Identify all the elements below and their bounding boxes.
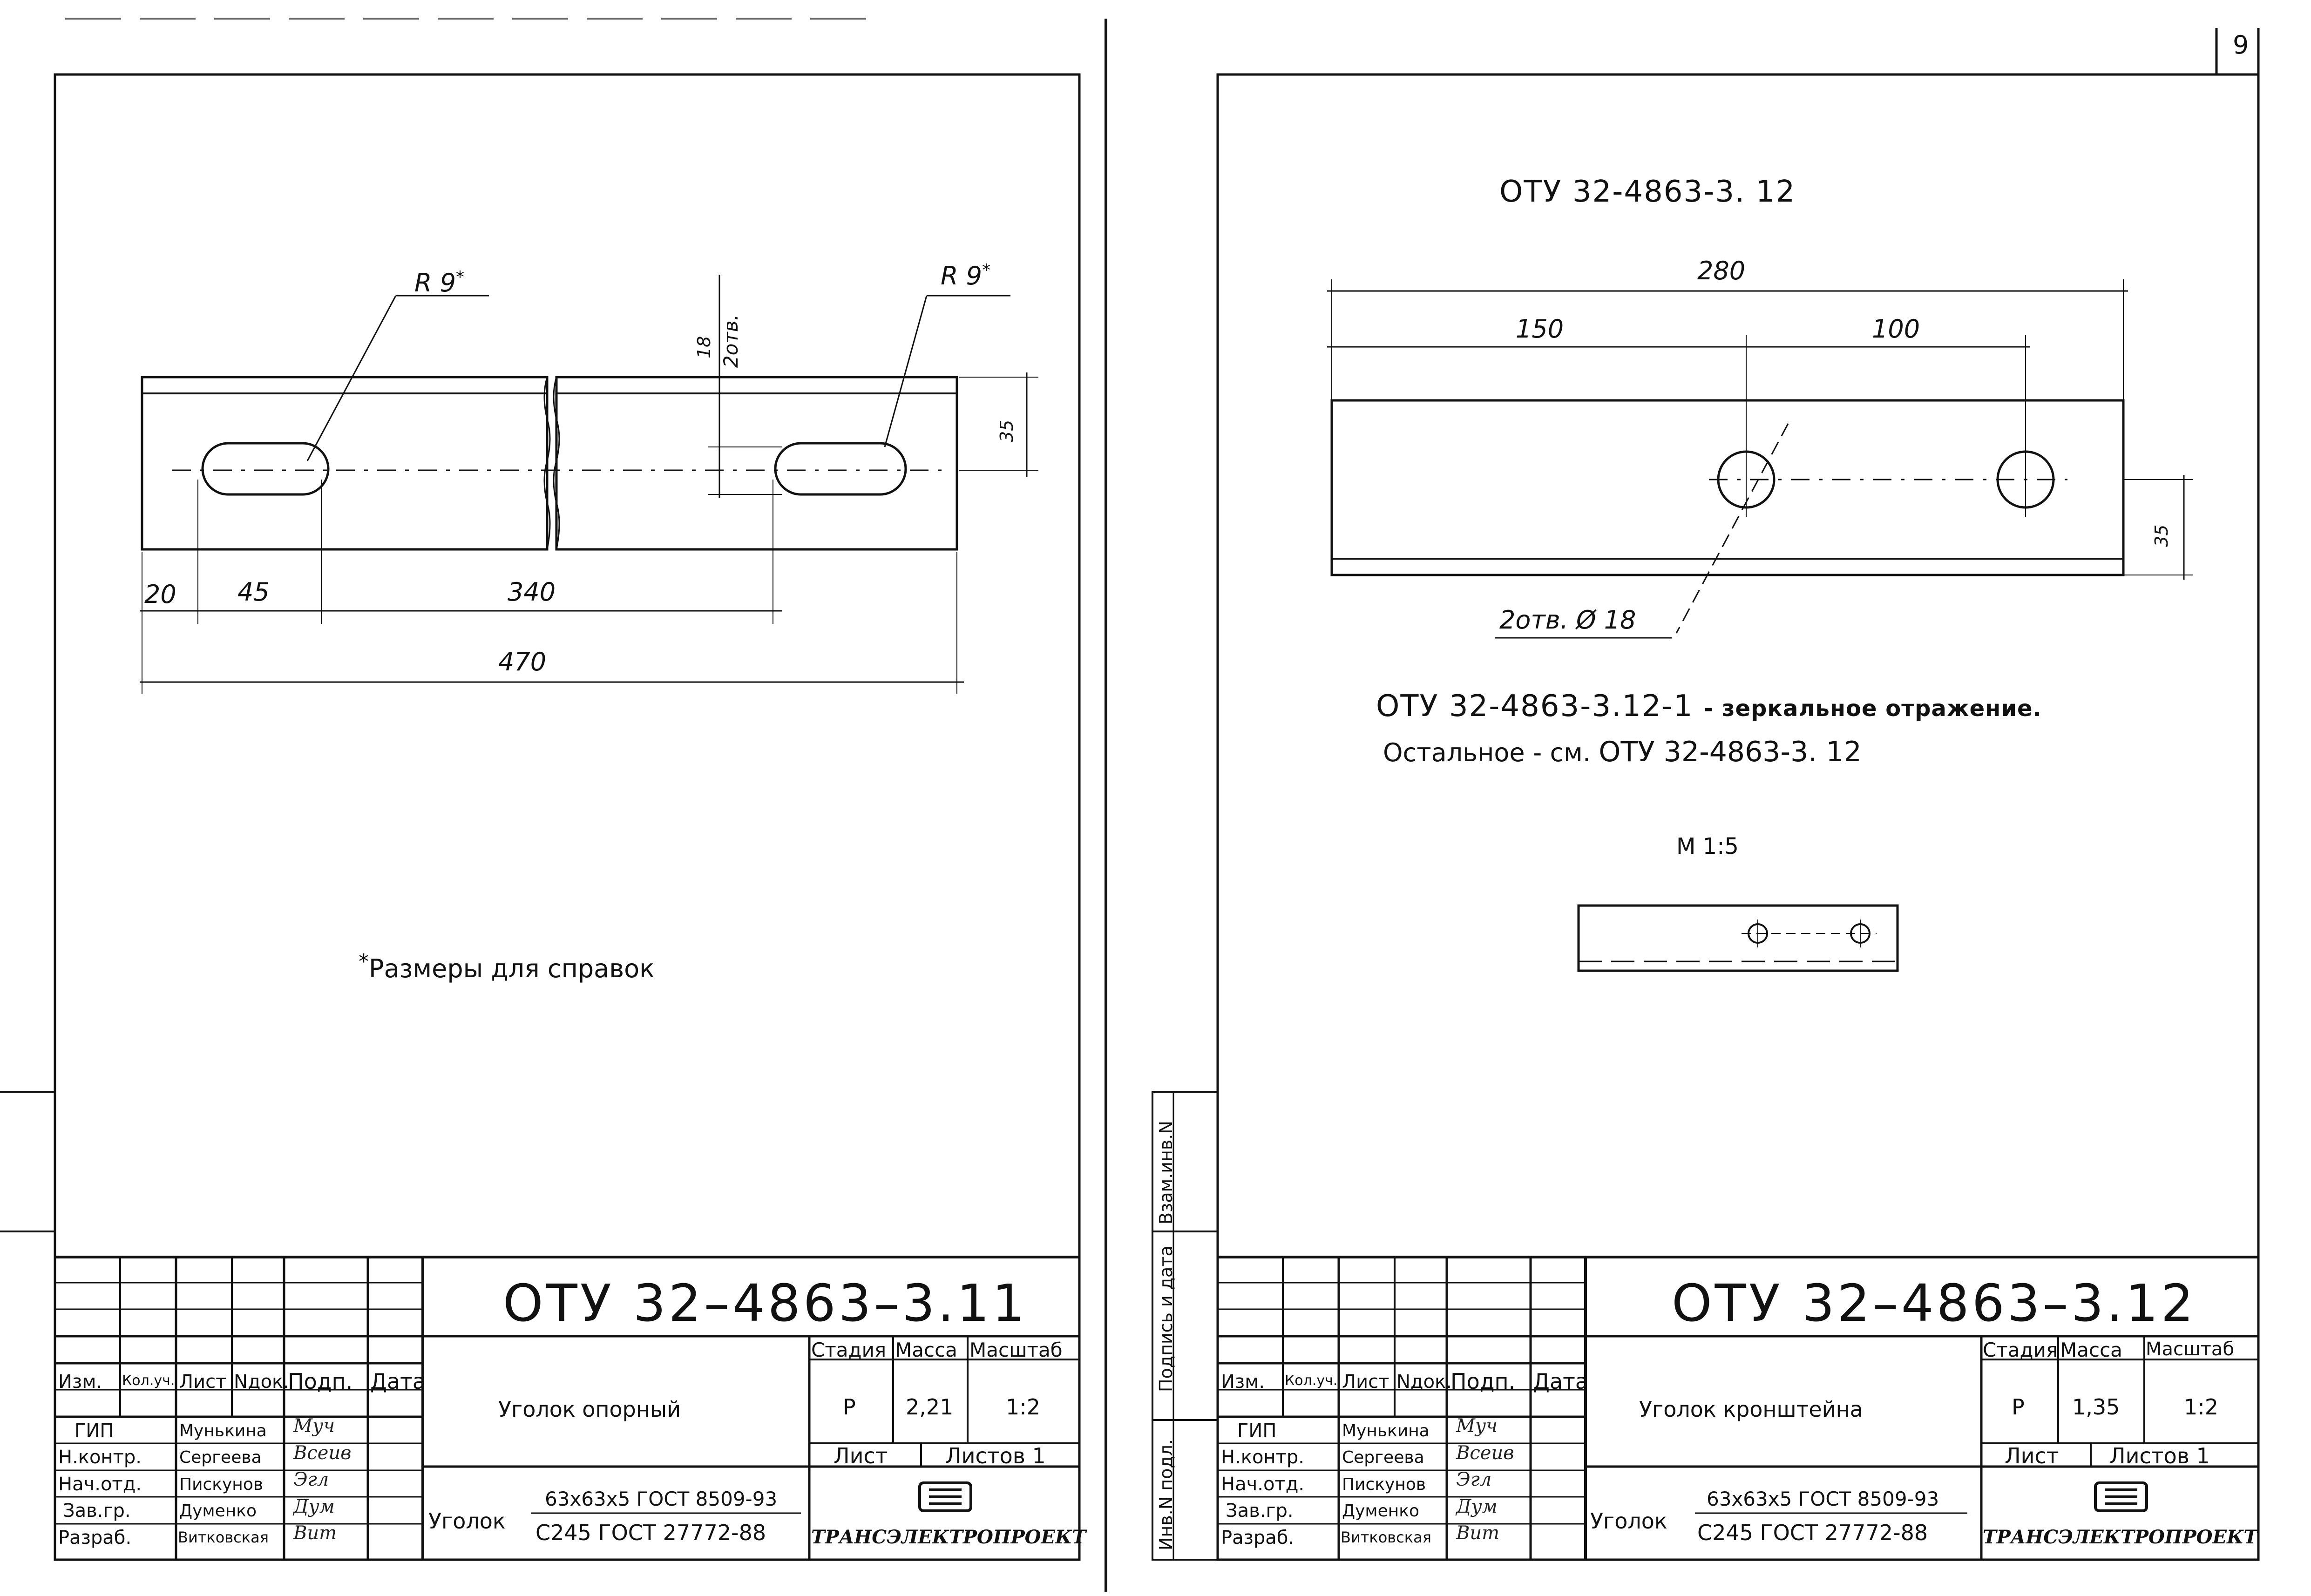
name-nachotd: Пискунов (1342, 1475, 1426, 1494)
header-izm: Изм. (1221, 1371, 1265, 1393)
dim-100-label: 100 (1872, 314, 1920, 344)
stamp-inv-podl: Инв.N подл. (1156, 1439, 1176, 1550)
header-scale: Масштаб (2146, 1339, 2235, 1360)
radius-right-label: R 9* (941, 261, 991, 291)
dim-340-label: 340 (508, 577, 556, 607)
scale-value: 1:2 (2184, 1394, 2219, 1420)
role-razrab: Разраб. (58, 1527, 132, 1549)
company-logo-icon (2094, 1481, 2148, 1512)
reference-note: *Размеры для справок (359, 950, 655, 983)
header-list: Лист (1342, 1371, 1389, 1393)
scale-note: М 1:5 (1676, 833, 1739, 859)
dim-20-label: 20 (144, 580, 176, 609)
company-name: ТРАНСЭЛЕКТРОПРОЕКТ (811, 1526, 1086, 1548)
header-stage: Стадия (1983, 1339, 2058, 1361)
role-nkontr: Н.контр. (58, 1447, 142, 1468)
material-top: 63х63х5 ГОСТ 8509-93 (545, 1488, 778, 1510)
role-zavgr: Зав.гр. (63, 1500, 131, 1522)
dim-150-label: 150 (1516, 314, 1564, 344)
sheet-label: Лист (834, 1443, 888, 1468)
role-zavgr: Зав.гр. (1226, 1500, 1294, 1522)
header-mass: Масса (2060, 1339, 2122, 1361)
radius-left-label: R 9* (414, 268, 465, 298)
header-data: Дата (1533, 1369, 1589, 1394)
material-label: Уголок (428, 1508, 506, 1534)
role-nkontr: Н.контр. (1221, 1447, 1304, 1468)
dim-35-label: 35 (996, 419, 1017, 442)
dim-280-label: 280 (1697, 256, 1746, 285)
name-gip: Мунькина (1342, 1421, 1430, 1440)
mass-value: 2,21 (906, 1394, 954, 1420)
name-zavgr: Думенко (179, 1501, 257, 1521)
header-kol: Кол.уч. (122, 1373, 175, 1389)
sheets-count: Листов 1 (2109, 1443, 2210, 1468)
header-ndok: Nдок. (1396, 1371, 1452, 1393)
name-gip: Мунькина (179, 1421, 267, 1440)
signature-razrab: Вит (1456, 1522, 1500, 1544)
page-number: 9 (2233, 30, 2249, 60)
right-sheet: 9 ОТУ 32-4863-3. 12 280 150 100 35 2отв.… (1118, 0, 2311, 1596)
mirror-note: ОТУ 32-4863-3.12-1 - зеркальное отражени… (1376, 689, 2042, 724)
header-ndok: Nдок. (234, 1371, 289, 1393)
header-podp: Подп. (288, 1369, 353, 1394)
drawing-code-top: ОТУ 32-4863-3. 12 (1499, 175, 1796, 209)
header-izm: Изм. (58, 1371, 102, 1393)
role-nachotd: Нач.отд. (58, 1474, 142, 1495)
name-razrab: Витковская (1341, 1528, 1431, 1546)
rest-note: Остальное - см. ОТУ 32-4863-3. 12 (1383, 736, 1862, 768)
stage-value: Р (2012, 1394, 2025, 1420)
company-logo-icon (918, 1481, 972, 1512)
material-top: 63х63х5 ГОСТ 8509-93 (1707, 1488, 1939, 1510)
document-code: ОТУ 32–4863–3.12 (1672, 1273, 2196, 1333)
signature-razrab: Вит (293, 1522, 337, 1544)
header-mass: Масса (895, 1339, 957, 1361)
stamp-vzam: Взам.инв.N (1156, 1121, 1176, 1224)
stamp-podpis: Подпись и дата (1156, 1245, 1176, 1392)
company-name: ТРАНСЭЛЕКТРОПРОЕКТ (1983, 1526, 2258, 1548)
name-nkontr: Сергеева (1342, 1448, 1424, 1467)
header-scale: Масштаб (969, 1339, 1063, 1361)
mass-value: 1,35 (2072, 1394, 2120, 1420)
stage-value: Р (843, 1394, 856, 1420)
sheet-label: Лист (2005, 1443, 2059, 1468)
header-data: Дата (370, 1369, 426, 1394)
material-label: Уголок (1590, 1508, 1667, 1534)
left-drawing-lines (0, 73, 1081, 1561)
signature-zavgr: Дум (293, 1496, 335, 1517)
header-list: Лист (179, 1371, 227, 1393)
left-sheet: R 9* R 9* 18 2отв. 35 20 45 340 470 *Раз… (0, 0, 1118, 1596)
material-bottom: С245 ГОСТ 27772-88 (1697, 1520, 1928, 1545)
header-podp: Подп. (1450, 1369, 1516, 1394)
part-name: Уголок кронштейна (1639, 1397, 1863, 1422)
signature-zavgr: Дум (1456, 1496, 1498, 1517)
role-gip: ГИП (1237, 1420, 1277, 1441)
role-razrab: Разраб. (1221, 1527, 1294, 1549)
role-gip: ГИП (75, 1420, 114, 1441)
role-nachotd: Нач.отд. (1221, 1474, 1305, 1495)
header-kol: Кол.уч. (1285, 1373, 1338, 1389)
document-code: ОТУ 32–4863–3.11 (503, 1273, 1028, 1333)
dim-470-label: 470 (498, 647, 547, 676)
dim-45-label: 45 (237, 577, 270, 607)
signature-nkontr: Всеив (293, 1442, 352, 1464)
name-zavgr: Думенко (1342, 1501, 1420, 1521)
name-nkontr: Сергеева (179, 1448, 262, 1467)
scale-value: 1:2 (1006, 1394, 1041, 1420)
sheets-count: Листов 1 (945, 1443, 1046, 1468)
part-name: Уголок опорный (498, 1397, 681, 1422)
holes-count-label: 2отв. (719, 314, 742, 368)
material-bottom: С245 ГОСТ 27772-88 (535, 1520, 766, 1545)
signature-gip: Муч (1456, 1415, 1498, 1437)
signature-nachotd: Эгл (293, 1469, 329, 1490)
signature-nkontr: Всеив (1456, 1442, 1514, 1464)
signature-gip: Муч (293, 1415, 335, 1437)
holes-dim-label: 18 (694, 336, 714, 358)
name-nachotd: Пискунов (179, 1475, 264, 1494)
dim-35-label: 35 (2151, 524, 2172, 547)
signature-nachotd: Эгл (1456, 1469, 1492, 1490)
name-razrab: Витковская (178, 1528, 269, 1546)
header-stage: Стадия (811, 1339, 887, 1361)
holes-label: 2отв. Ø 18 (1499, 605, 1636, 635)
right-drawing-lines (1152, 28, 2260, 1561)
